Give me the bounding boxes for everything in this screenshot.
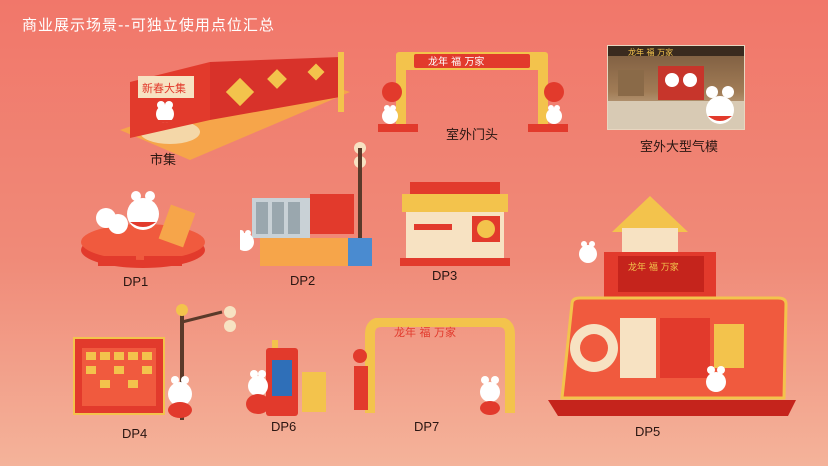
dp7-label: DP7 <box>414 419 440 434</box>
market-scene: 新春大集 <box>110 42 360 162</box>
dp3-label: DP3 <box>432 268 458 283</box>
dp6-label: DP6 <box>271 419 297 434</box>
dp5-scene: 龙年 福 万家 <box>548 188 798 420</box>
dp4-scene <box>72 302 252 422</box>
dp4-label: DP4 <box>122 426 148 441</box>
dp3-scene <box>400 180 510 268</box>
dp2-scene <box>240 138 380 268</box>
dp5-label: DP5 <box>635 424 661 439</box>
svg-text:新春大集: 新春大集 <box>142 81 186 95</box>
inflatable-label: 室外大型气模 <box>640 139 719 154</box>
svg-text:龙年 福 万家: 龙年 福 万家 <box>628 47 673 57</box>
gate-scene: 龙年 福 万家 <box>378 48 568 132</box>
inflatable-photo: 龙年 福 万家 <box>607 45 745 130</box>
svg-text:龙年 福 万家: 龙年 福 万家 <box>628 261 679 273</box>
dp2-label: DP2 <box>290 273 316 288</box>
gate-label: 室外门头 <box>446 127 499 142</box>
svg-text:龙年 福 万家: 龙年 福 万家 <box>394 325 456 339</box>
dp6-scene <box>246 330 336 420</box>
market-label: 市集 <box>150 152 177 167</box>
dp7-scene: 龙年 福 万家 <box>348 318 528 418</box>
dp1-scene <box>78 178 208 273</box>
svg-text:龙年 福 万家: 龙年 福 万家 <box>428 55 484 68</box>
dp1-label: DP1 <box>123 274 149 289</box>
page-title: 商业展示场景--可独立使用点位汇总 <box>22 16 275 34</box>
